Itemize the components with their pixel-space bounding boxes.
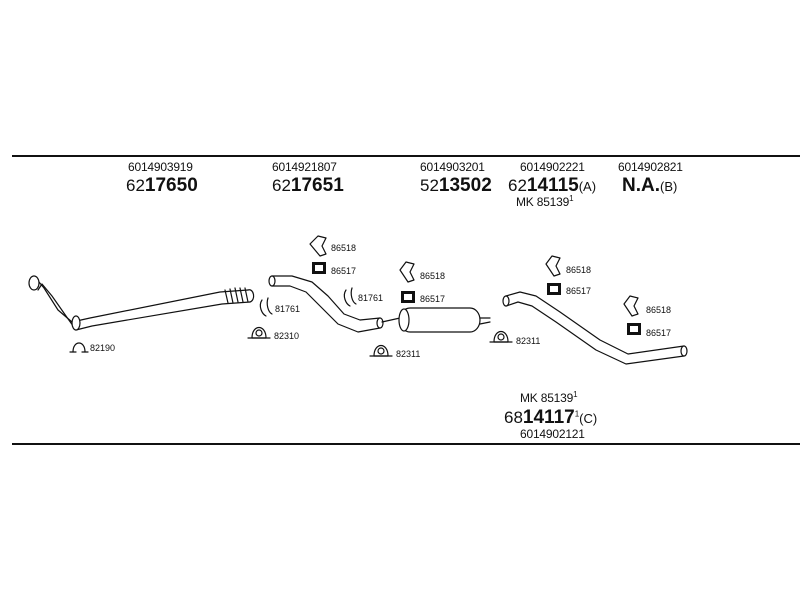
code-label-3: 6014903201 xyxy=(420,160,485,174)
clamp-icon xyxy=(489,330,513,343)
hanger-bracket-icon xyxy=(399,261,415,283)
code-label-1: 6014903919 xyxy=(128,160,193,174)
intermediate-pipe xyxy=(268,275,384,333)
part-label-82190: 82190 xyxy=(90,343,116,353)
part-main: N.A. xyxy=(622,175,660,196)
part-prefix: 62 xyxy=(272,176,291,195)
part-number-3: 5213502 xyxy=(420,175,492,197)
gasket-icon xyxy=(259,297,273,317)
hanger-bracket-icon xyxy=(309,235,327,257)
code-label-2: 6014921807 xyxy=(272,160,337,174)
rubber-mount-icon xyxy=(401,291,415,303)
code-label-5: 6014902821 xyxy=(618,160,683,174)
part-label-82310: 82310 xyxy=(274,331,300,341)
part-main: 14117 xyxy=(522,407,575,428)
clamp-icon xyxy=(247,326,271,339)
part-suffix: (C) xyxy=(579,411,598,426)
part-number-2: 6217651 xyxy=(272,175,344,197)
part-label-82311: 82311 xyxy=(516,336,541,346)
part-label-81761: 81761 xyxy=(358,293,384,303)
mk-sup: 1 xyxy=(569,194,574,203)
part-main: 13502 xyxy=(438,175,492,196)
part-number-5: N.A.(B) xyxy=(622,175,677,197)
part-prefix: 62 xyxy=(508,176,527,195)
part-label-82311: 82311 xyxy=(396,349,421,359)
part-label-86517: 86517 xyxy=(331,266,357,276)
code-label-bottom: 6014902121 xyxy=(520,427,585,441)
part-main: 14115 xyxy=(526,175,579,196)
code-label-4: 6014902221 xyxy=(520,160,585,174)
part-number-4: 6214115(A) xyxy=(508,175,596,197)
u-clamp-icon xyxy=(69,342,89,353)
part-label-86517: 86517 xyxy=(566,286,592,296)
hanger-bracket-icon xyxy=(545,255,561,277)
part-label-86518: 86518 xyxy=(420,271,446,281)
part-label-81761: 81761 xyxy=(275,304,301,314)
part-label-86518: 86518 xyxy=(566,265,592,275)
part-number-bottom: 68141171(C) xyxy=(504,407,597,429)
part-prefix: 68 xyxy=(504,408,523,427)
hanger-bracket-icon xyxy=(623,295,639,317)
mk-text: MK 85139 xyxy=(516,195,570,209)
top-rule xyxy=(12,155,800,157)
muffler xyxy=(381,307,491,333)
mk-sup: 1 xyxy=(573,390,578,399)
part-label-86517: 86517 xyxy=(646,328,672,338)
bottom-rule xyxy=(12,443,800,445)
rubber-mount-icon xyxy=(627,323,641,335)
part-prefix: 62 xyxy=(126,176,145,195)
tail-pipe xyxy=(502,291,688,365)
mk-text: MK 85139 xyxy=(520,391,574,405)
part-suffix: (A) xyxy=(578,179,597,194)
part-label-86517: 86517 xyxy=(420,294,446,304)
part-suffix: (B) xyxy=(660,179,678,194)
part-label-86518: 86518 xyxy=(331,243,357,253)
part-sup: 1 xyxy=(574,409,580,419)
part-main: 17651 xyxy=(290,175,344,196)
gasket-icon xyxy=(343,287,357,307)
mk-top-label: MK 851391 xyxy=(516,194,574,209)
part-label-86518: 86518 xyxy=(646,305,672,315)
mk-bottom-label: MK 851391 xyxy=(520,390,578,405)
front-pipe xyxy=(28,275,255,331)
rubber-mount-icon xyxy=(312,262,326,274)
rubber-mount-icon xyxy=(547,283,561,295)
clamp-icon xyxy=(369,344,393,357)
part-main: 17650 xyxy=(144,175,198,196)
part-prefix: 52 xyxy=(420,176,439,195)
part-number-1: 6217650 xyxy=(126,175,198,197)
